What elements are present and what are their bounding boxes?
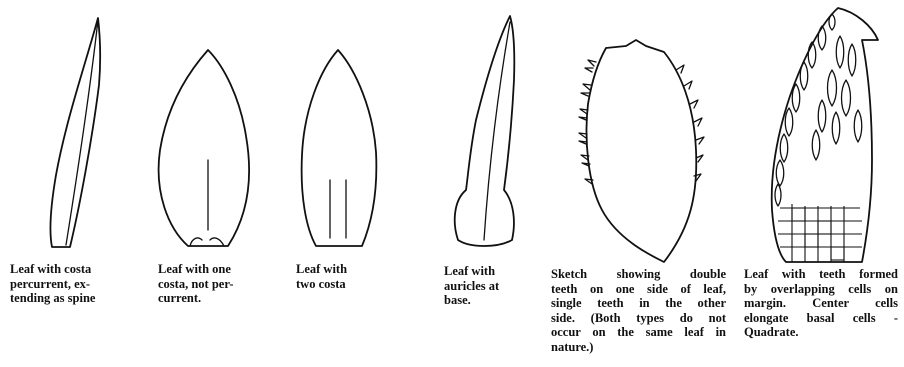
leaf-spine-sketch xyxy=(50,18,100,247)
caption-spine: Leaf with costa percurrent, ex- tending … xyxy=(10,262,95,306)
caption-line: tending as spine xyxy=(10,291,95,306)
caption-overlapping-cells: Leaf with teeth formed by overlapping ce… xyxy=(744,267,898,340)
caption-line: Quadrate. xyxy=(744,325,898,340)
caption-line: side. (Both types do not xyxy=(551,311,726,326)
caption-line: costa, not per- xyxy=(158,277,234,292)
caption-line: teeth on one side of leaf, xyxy=(551,282,726,297)
caption-line: single teeth in the other xyxy=(551,296,726,311)
caption-line: margin. Center cells xyxy=(744,296,898,311)
caption-line: base. xyxy=(444,293,499,308)
caption-line: percurrent, ex- xyxy=(10,277,95,292)
leaf-teeth-sketch xyxy=(579,40,704,262)
caption-line: two costa xyxy=(296,277,347,292)
caption-two-costa: Leaf with two costa xyxy=(296,262,347,291)
caption-auricles: Leaf with auricles at base. xyxy=(444,264,499,308)
leaf-auricles-sketch xyxy=(455,16,515,246)
caption-line: elongate basal cells - xyxy=(744,311,898,326)
basal-quadrate-cells xyxy=(778,204,862,262)
caption-teeth-sketch: Sketch showing double teeth on one side … xyxy=(551,267,726,354)
caption-line: current. xyxy=(158,291,234,306)
caption-line: occur on the same leaf in xyxy=(551,325,726,340)
leaf-overlapping-cells-sketch xyxy=(772,8,878,262)
caption-line: auricles at xyxy=(444,279,499,294)
caption-line: Leaf with costa xyxy=(10,262,95,277)
leaf-one-costa-sketch xyxy=(159,50,250,246)
caption-line: Leaf with teeth formed xyxy=(744,267,898,282)
caption-line: Leaf with xyxy=(444,264,499,279)
caption-line: Leaf with one xyxy=(158,262,234,277)
caption-line: by overlapping cells on xyxy=(744,282,898,297)
caption-line: nature.) xyxy=(551,340,726,355)
caption-one-costa: Leaf with one costa, not per- current. xyxy=(158,262,234,306)
caption-line: Leaf with xyxy=(296,262,347,277)
leaf-two-costa-sketch xyxy=(302,50,377,246)
caption-line: Sketch showing double xyxy=(551,267,726,282)
